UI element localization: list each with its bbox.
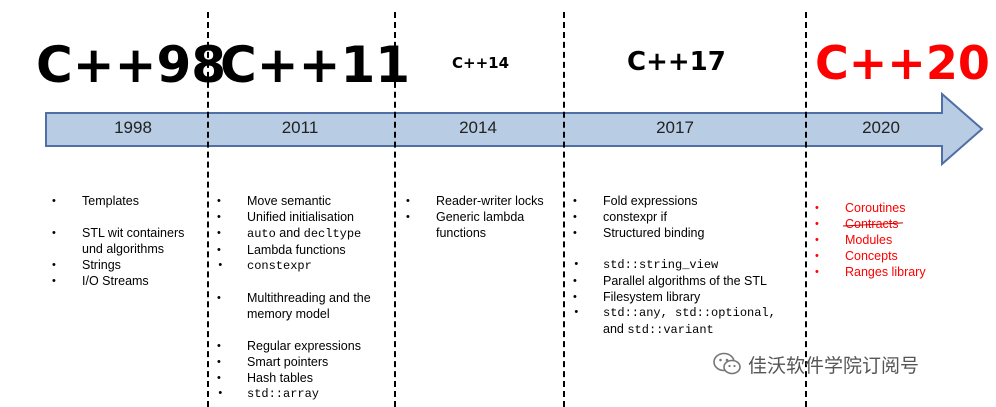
feature-item: Filesystem library: [573, 289, 776, 305]
feature-item: constexpr: [217, 258, 371, 274]
year-label-2011: 2011: [281, 118, 319, 137]
feature-item-removed: Contracts: [815, 216, 926, 232]
feature-list-cpp20: Coroutines Contracts Modules Concepts Ra…: [815, 200, 926, 280]
feature-item: std::any, std::optional,: [573, 305, 776, 321]
feature-item-continued: und algorithms: [82, 242, 164, 256]
strikethrough-text: Contracts: [845, 217, 899, 231]
feature-list-cpp17: Fold expressions constexpr if Structured…: [573, 193, 776, 338]
feature-item: Hash tables: [217, 370, 371, 386]
separator-line: [394, 12, 396, 407]
feature-item-continued: and std::variant: [573, 321, 776, 338]
feature-item: Strings: [52, 257, 184, 273]
feature-item: Structured binding: [573, 225, 776, 241]
title-cpp11: C++11: [220, 36, 411, 94]
feature-item: Multithreading and the: [217, 290, 371, 306]
feature-item: Unified initialisation: [217, 209, 371, 225]
feature-item: Reader-writer locks: [406, 193, 544, 209]
title-cpp17: C++17: [627, 47, 726, 77]
timeline-arrow-shape: [45, 91, 984, 167]
separator-line: [207, 12, 209, 407]
feature-item: Lambda functions: [217, 242, 371, 258]
year-label-2014: 2014: [459, 118, 497, 137]
feature-item: Modules: [815, 232, 926, 248]
feature-item: Concepts: [815, 248, 926, 264]
watermark-text: 佳沃软件学院订阅号: [748, 354, 920, 377]
feature-item: STL wit containers: [52, 225, 184, 241]
feature-item: Coroutines: [815, 200, 926, 216]
code-variant: std::variant: [627, 323, 714, 337]
feature-item: Parallel algorithms of the STL: [573, 273, 776, 289]
feature-item: I/O Streams: [52, 273, 184, 289]
code-decltype: decltype: [303, 227, 362, 241]
year-label-2017: 2017: [656, 118, 694, 137]
conjunction-text: and: [279, 226, 301, 240]
code-auto: auto: [247, 227, 276, 241]
feature-item: Fold expressions: [573, 193, 776, 209]
feature-item: Ranges library: [815, 264, 926, 280]
feature-item: Smart pointers: [217, 354, 371, 370]
title-cpp14: C++14: [452, 54, 510, 72]
feature-item: Generic lambda: [406, 209, 544, 225]
feature-list-cpp14: Reader-writer locks Generic lambda funct…: [406, 193, 544, 241]
title-cpp98: C++98: [36, 36, 227, 94]
wechat-icon: [713, 352, 741, 375]
watermark: 佳沃软件学院订阅号: [712, 351, 919, 377]
title-cpp20: C++20: [815, 36, 990, 90]
feature-list-cpp11: Move semantic Unified initialisation aut…: [217, 193, 371, 402]
year-label-2020: 2020: [862, 118, 900, 137]
feature-item: std::array: [217, 386, 371, 402]
feature-item: std::string_view: [573, 257, 776, 273]
feature-item: Templates: [52, 193, 184, 209]
conjunction-text: and: [603, 322, 624, 336]
separator-line: [805, 12, 807, 407]
year-label-1998: 1998: [114, 118, 152, 137]
feature-item: auto and decltype: [217, 225, 371, 242]
feature-item: Regular expressions: [217, 338, 371, 354]
feature-item: constexpr if: [573, 209, 776, 225]
feature-item-continued: functions: [436, 226, 487, 240]
feature-item-continued: memory model: [247, 307, 330, 321]
feature-list-cpp98: Templates STL wit containers und algorit…: [52, 193, 184, 289]
separator-line: [563, 12, 565, 407]
feature-item: Move semantic: [217, 193, 371, 209]
